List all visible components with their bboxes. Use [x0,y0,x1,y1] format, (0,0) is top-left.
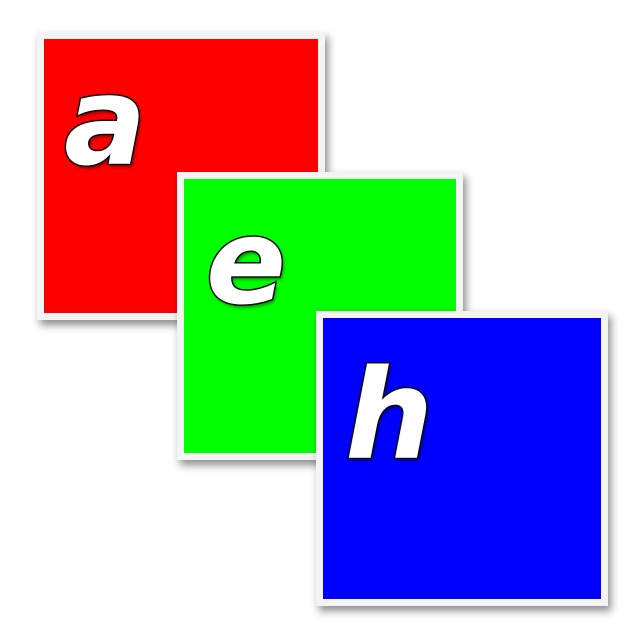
blue-letter-tile: h [316,311,608,606]
letter-h: h [343,344,434,488]
letter-e: e [204,193,287,331]
letter-a: a [62,51,147,193]
